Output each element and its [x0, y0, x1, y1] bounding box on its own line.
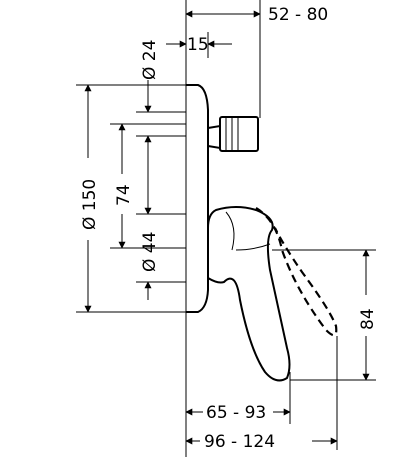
hub-diameter-label: Ø 44 [140, 232, 160, 272]
diverter-knob [207, 116, 259, 152]
dim-port-diameter: Ø 24 [136, 40, 186, 168]
mixer-handle [207, 206, 291, 382]
dim-hub-diameter: Ø 44 [136, 136, 186, 300]
handle-reach-near-label: 65 - 93 [206, 403, 266, 423]
port-diameter-label: Ø 24 [140, 40, 160, 80]
plate-diameter-label: Ø 150 [80, 179, 100, 230]
dim-depth-range: 52 - 80 [185, 0, 328, 118]
dim-plate-diameter: Ø 150 [76, 84, 186, 313]
handle-reach-far-label: 96 - 124 [204, 432, 275, 452]
dim-handle-reach-far: 96 - 124 [185, 336, 338, 452]
handle-alt-position [255, 207, 338, 337]
dim-handle-drop: 84 [272, 249, 378, 381]
depth-range-label: 52 - 80 [268, 5, 328, 25]
handle-drop-label: 84 [358, 308, 378, 330]
cover-plate [186, 84, 209, 313]
dim-handle-reach-near: 65 - 93 [185, 372, 291, 424]
plate-offset-label: 15 [187, 35, 209, 55]
dim-plate-offset: 15 [166, 32, 232, 58]
dim-port-spacing: 74 [110, 123, 186, 249]
port-spacing-label: 74 [114, 184, 134, 206]
